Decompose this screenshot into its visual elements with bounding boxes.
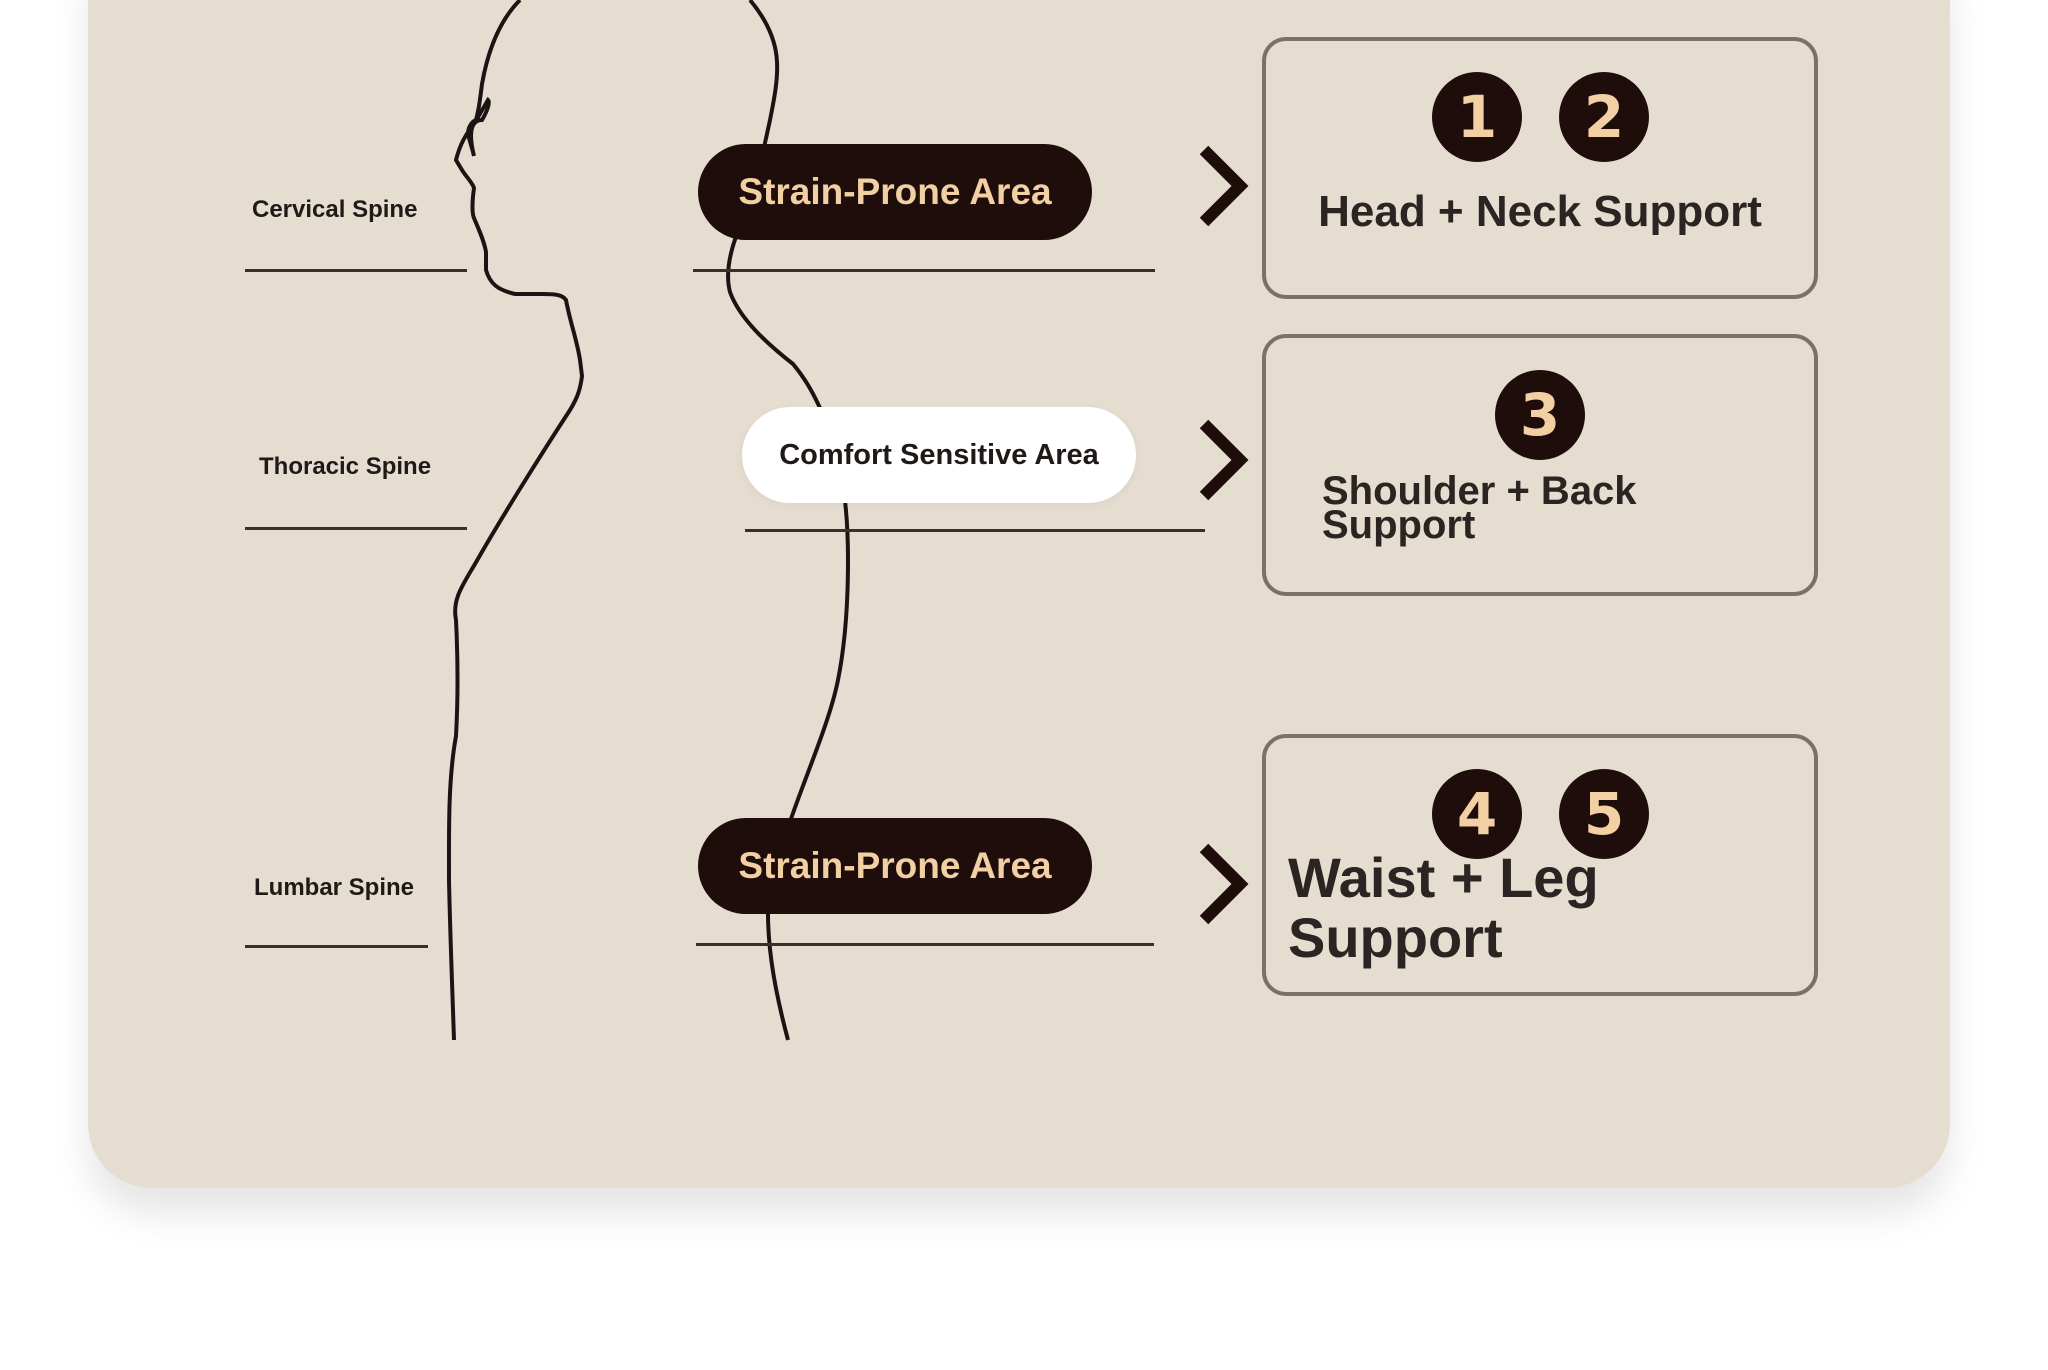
thoracic-spine-label: Thoracic Spine: [259, 453, 432, 480]
thoracic-underline: [245, 527, 467, 530]
number-badge-2: 2: [1559, 72, 1649, 162]
number-badge-3: 3: [1495, 370, 1585, 460]
top-area-underline: [693, 269, 1155, 272]
strain-prone-area-pill-top: Strain-Prone Area: [698, 144, 1092, 240]
bottom-area-underline: [696, 943, 1154, 946]
chevron-right-icon: [1199, 419, 1249, 501]
middle-area-underline: [745, 529, 1205, 532]
lumbar-spine-label: Lumbar Spine: [254, 874, 415, 901]
lumbar-underline: [245, 945, 428, 948]
number-badge-4: 4: [1432, 769, 1522, 859]
waist-leg-support-title: Waist + Leg Support: [1288, 846, 1599, 969]
head-neck-support-box: 1 2 Head + Neck Support: [1262, 37, 1818, 299]
strain-prone-area-pill-bottom: Strain-Prone Area: [698, 818, 1092, 914]
cervical-spine-label: Cervical Spine: [252, 196, 418, 223]
number-badge-1: 1: [1432, 72, 1522, 162]
waist-leg-support-box: 4 5 Waist + Leg Support: [1262, 734, 1818, 996]
comfort-sensitive-area-pill: Comfort Sensitive Area: [742, 407, 1136, 503]
shoulder-back-support-title: Shoulder + Back Support: [1322, 469, 1637, 547]
number-badge-5: 5: [1559, 769, 1649, 859]
cervical-underline: [245, 269, 467, 272]
head-neck-support-title: Head + Neck Support: [1318, 187, 1762, 236]
chevron-right-icon: [1199, 145, 1249, 227]
chevron-right-icon: [1199, 843, 1249, 925]
shoulder-back-support-box: 3 Shoulder + Back Support: [1262, 334, 1818, 596]
